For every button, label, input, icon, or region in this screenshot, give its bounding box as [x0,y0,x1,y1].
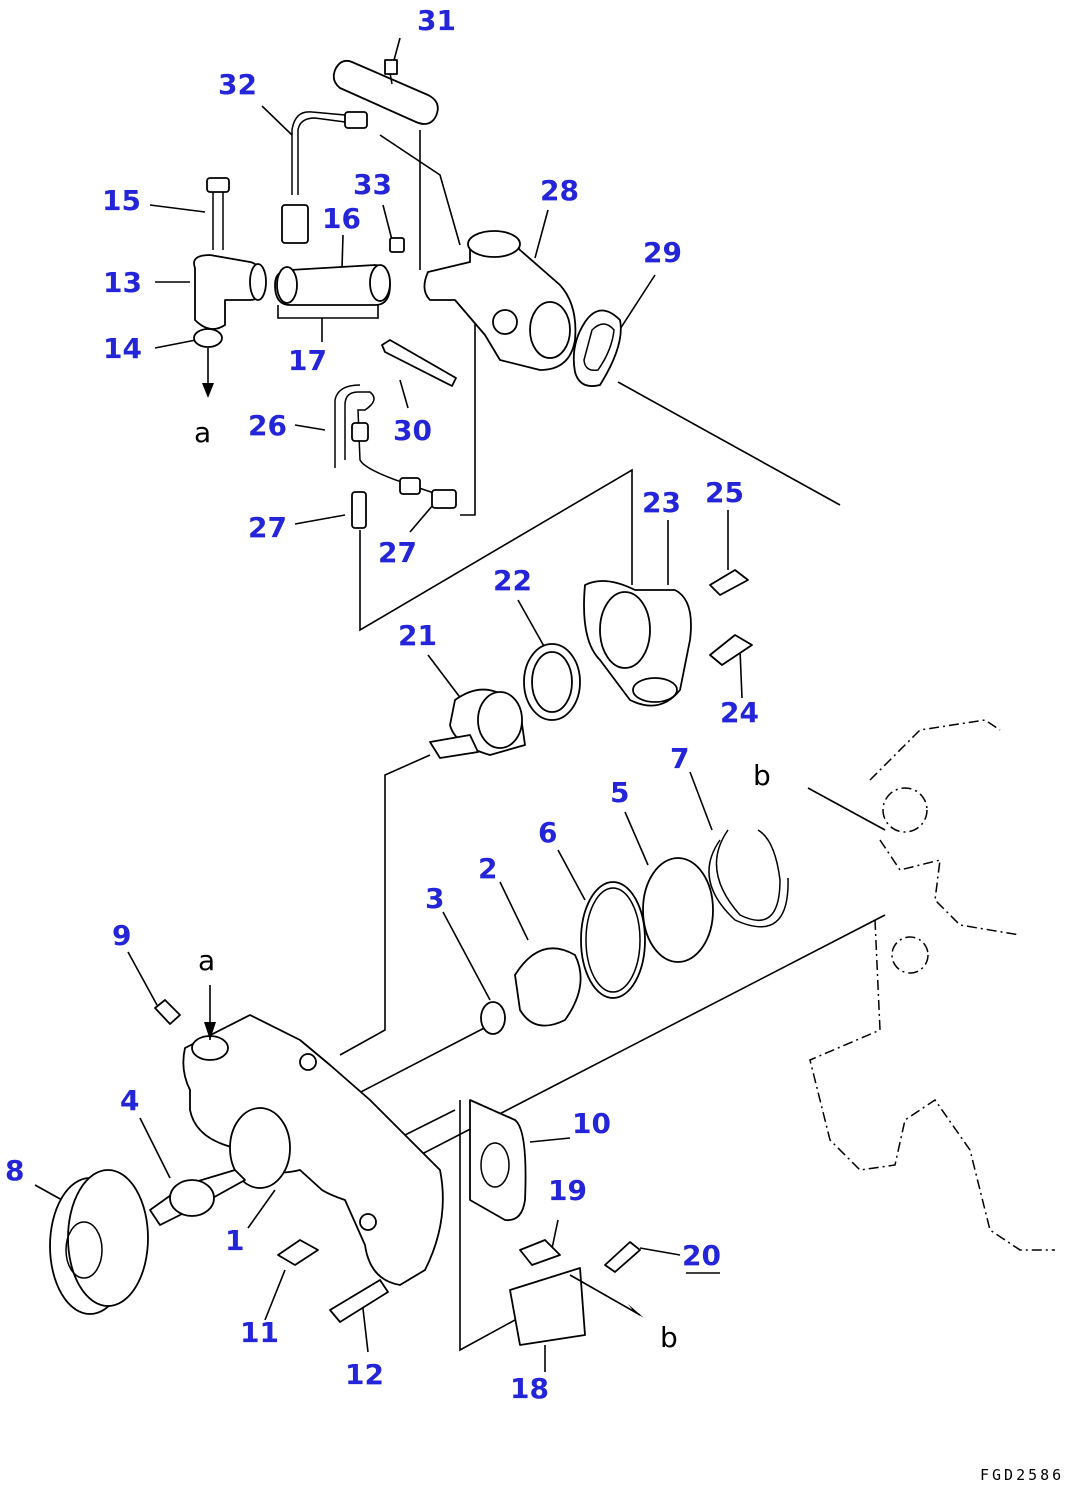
callout-32: 32 [218,68,257,101]
callout-13: 13 [103,266,142,299]
drawing-code: FGD2586 [980,1466,1064,1484]
callout-2: 2 [478,852,497,885]
callout-7: 7 [670,742,689,775]
callout-1: 1 [225,1224,244,1257]
callout-8: 8 [5,1154,24,1187]
ref-b-top: b [753,759,771,792]
callout-15: 15 [102,184,141,217]
leader-lines [34,37,886,1372]
callout-12: 12 [345,1358,384,1391]
parts [49,59,1055,1346]
callout-6: 6 [538,816,557,849]
callout-29: 29 [643,236,682,269]
callout-10: 10 [572,1107,611,1140]
callout-14: 14 [103,332,142,365]
ref-b-bottom: b [660,1321,678,1354]
callout-22: 22 [493,564,532,597]
ref-a-bottom: a [198,944,215,977]
reference-letters: a a b b [194,416,771,1354]
callout-4: 4 [120,1084,139,1117]
callout-18: 18 [510,1372,549,1405]
callout-9: 9 [112,919,131,952]
callout-5: 5 [610,776,629,809]
callout-30: 30 [393,414,432,447]
callout-28: 28 [540,174,579,207]
callout-33: 33 [353,168,392,201]
callout-27a: 27 [248,511,287,544]
ref-a-top: a [194,416,211,449]
callout-17: 17 [288,344,327,377]
callout-3: 3 [425,882,444,915]
callout-19: 19 [548,1174,587,1207]
callout-11: 11 [240,1316,279,1349]
callout-26: 26 [248,409,287,442]
callout-31: 31 [417,4,456,37]
callouts: 1 2 3 4 5 6 7 8 9 10 11 12 13 14 15 16 1… [5,4,759,1405]
callout-20: 20 [682,1239,721,1272]
callout-21: 21 [398,619,437,652]
callout-27b: 27 [378,536,417,569]
callout-23: 23 [642,486,681,519]
callout-25: 25 [705,476,744,509]
callout-24: 24 [720,696,759,729]
callout-16: 16 [322,202,361,235]
